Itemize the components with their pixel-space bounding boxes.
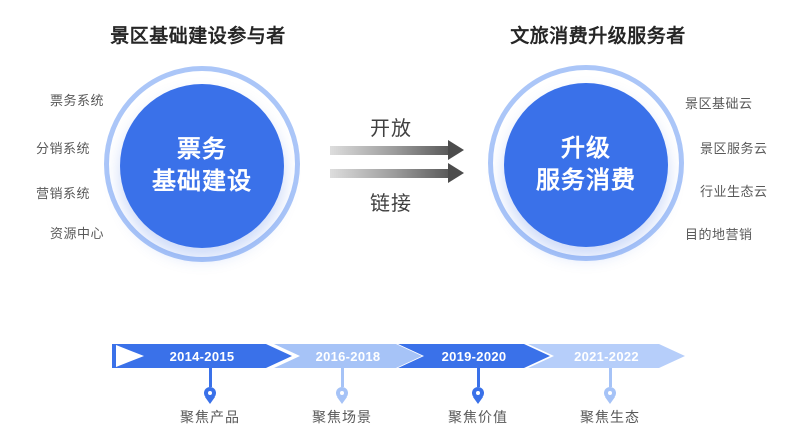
left-orbit-label: 票务系统	[50, 93, 105, 108]
pin-tip	[337, 397, 347, 404]
left-orbit-label: 营销系统	[36, 186, 91, 201]
timeline-period: 2014-2015	[169, 348, 235, 364]
right-arrow-icon	[330, 163, 464, 183]
connector-bottom-label: 链接	[370, 193, 412, 215]
timeline-period: 2019-2020	[441, 348, 507, 364]
timeline-focus-label: 聚焦产品	[180, 409, 240, 425]
map-pin-icon	[603, 368, 617, 404]
left-orbit-label: 资源中心	[50, 226, 105, 241]
left-circle-text-line1: 票务	[177, 136, 227, 163]
right-circle: 升级 服务消费	[504, 83, 668, 247]
right-arrow-icon	[330, 140, 464, 160]
right-circle-text-line2: 服务消费	[536, 167, 636, 194]
right-circle-text-line1: 升级	[561, 135, 611, 162]
map-pin-icon	[471, 368, 485, 404]
timeline-start-notch-icon	[116, 345, 144, 367]
timeline-segment-2016-2018: 2016-2018	[274, 344, 422, 368]
pin-hole	[340, 391, 344, 395]
right-section-title: 文旅消费升级服务者	[510, 26, 686, 47]
timeline-segment-2021-2022: 2021-2022	[528, 344, 685, 368]
arrow-shaft	[330, 146, 449, 155]
connector-top-label: 开放	[370, 118, 412, 140]
timeline-period: 2021-2022	[574, 348, 639, 364]
pin-ball	[204, 387, 216, 399]
pin-hole	[608, 391, 612, 395]
arrow-head	[448, 140, 464, 160]
pin-tip	[605, 397, 615, 404]
left-orbit-label: 分销系统	[36, 141, 91, 156]
timeline-focus-label: 聚焦生态	[580, 409, 640, 425]
timeline-focus-label: 聚焦场景	[312, 409, 372, 425]
pin-stem	[608, 368, 612, 387]
pin-ball	[472, 387, 484, 399]
arrow-head	[448, 163, 464, 183]
left-circle: 票务 基础建设	[120, 84, 284, 248]
timeline-segment-2014-2015: 2014-2015	[112, 344, 292, 368]
left-section-title: 景区基础建设参与者	[110, 26, 286, 47]
pin-tip	[473, 397, 483, 404]
right-orbit-label: 行业生态云	[700, 184, 768, 199]
pin-ball	[604, 387, 616, 399]
pin-stem	[340, 368, 344, 387]
pin-ball	[336, 387, 348, 399]
arrow-shaft	[330, 169, 449, 178]
pin-hole	[476, 391, 480, 395]
right-orbit-label: 景区基础云	[685, 96, 753, 111]
pin-stem	[208, 368, 212, 387]
pin-tip	[205, 397, 215, 404]
map-pin-icon	[203, 368, 217, 404]
pin-stem	[476, 368, 480, 387]
timeline-period: 2016-2018	[315, 348, 381, 364]
timeline-focus-label: 聚焦价值	[448, 409, 508, 425]
pin-hole	[208, 391, 212, 395]
right-orbit-label: 目的地营销	[685, 227, 753, 242]
map-pin-icon	[335, 368, 349, 404]
right-orbit-label: 景区服务云	[700, 141, 768, 156]
left-circle-text-line2: 基础建设	[152, 168, 252, 195]
